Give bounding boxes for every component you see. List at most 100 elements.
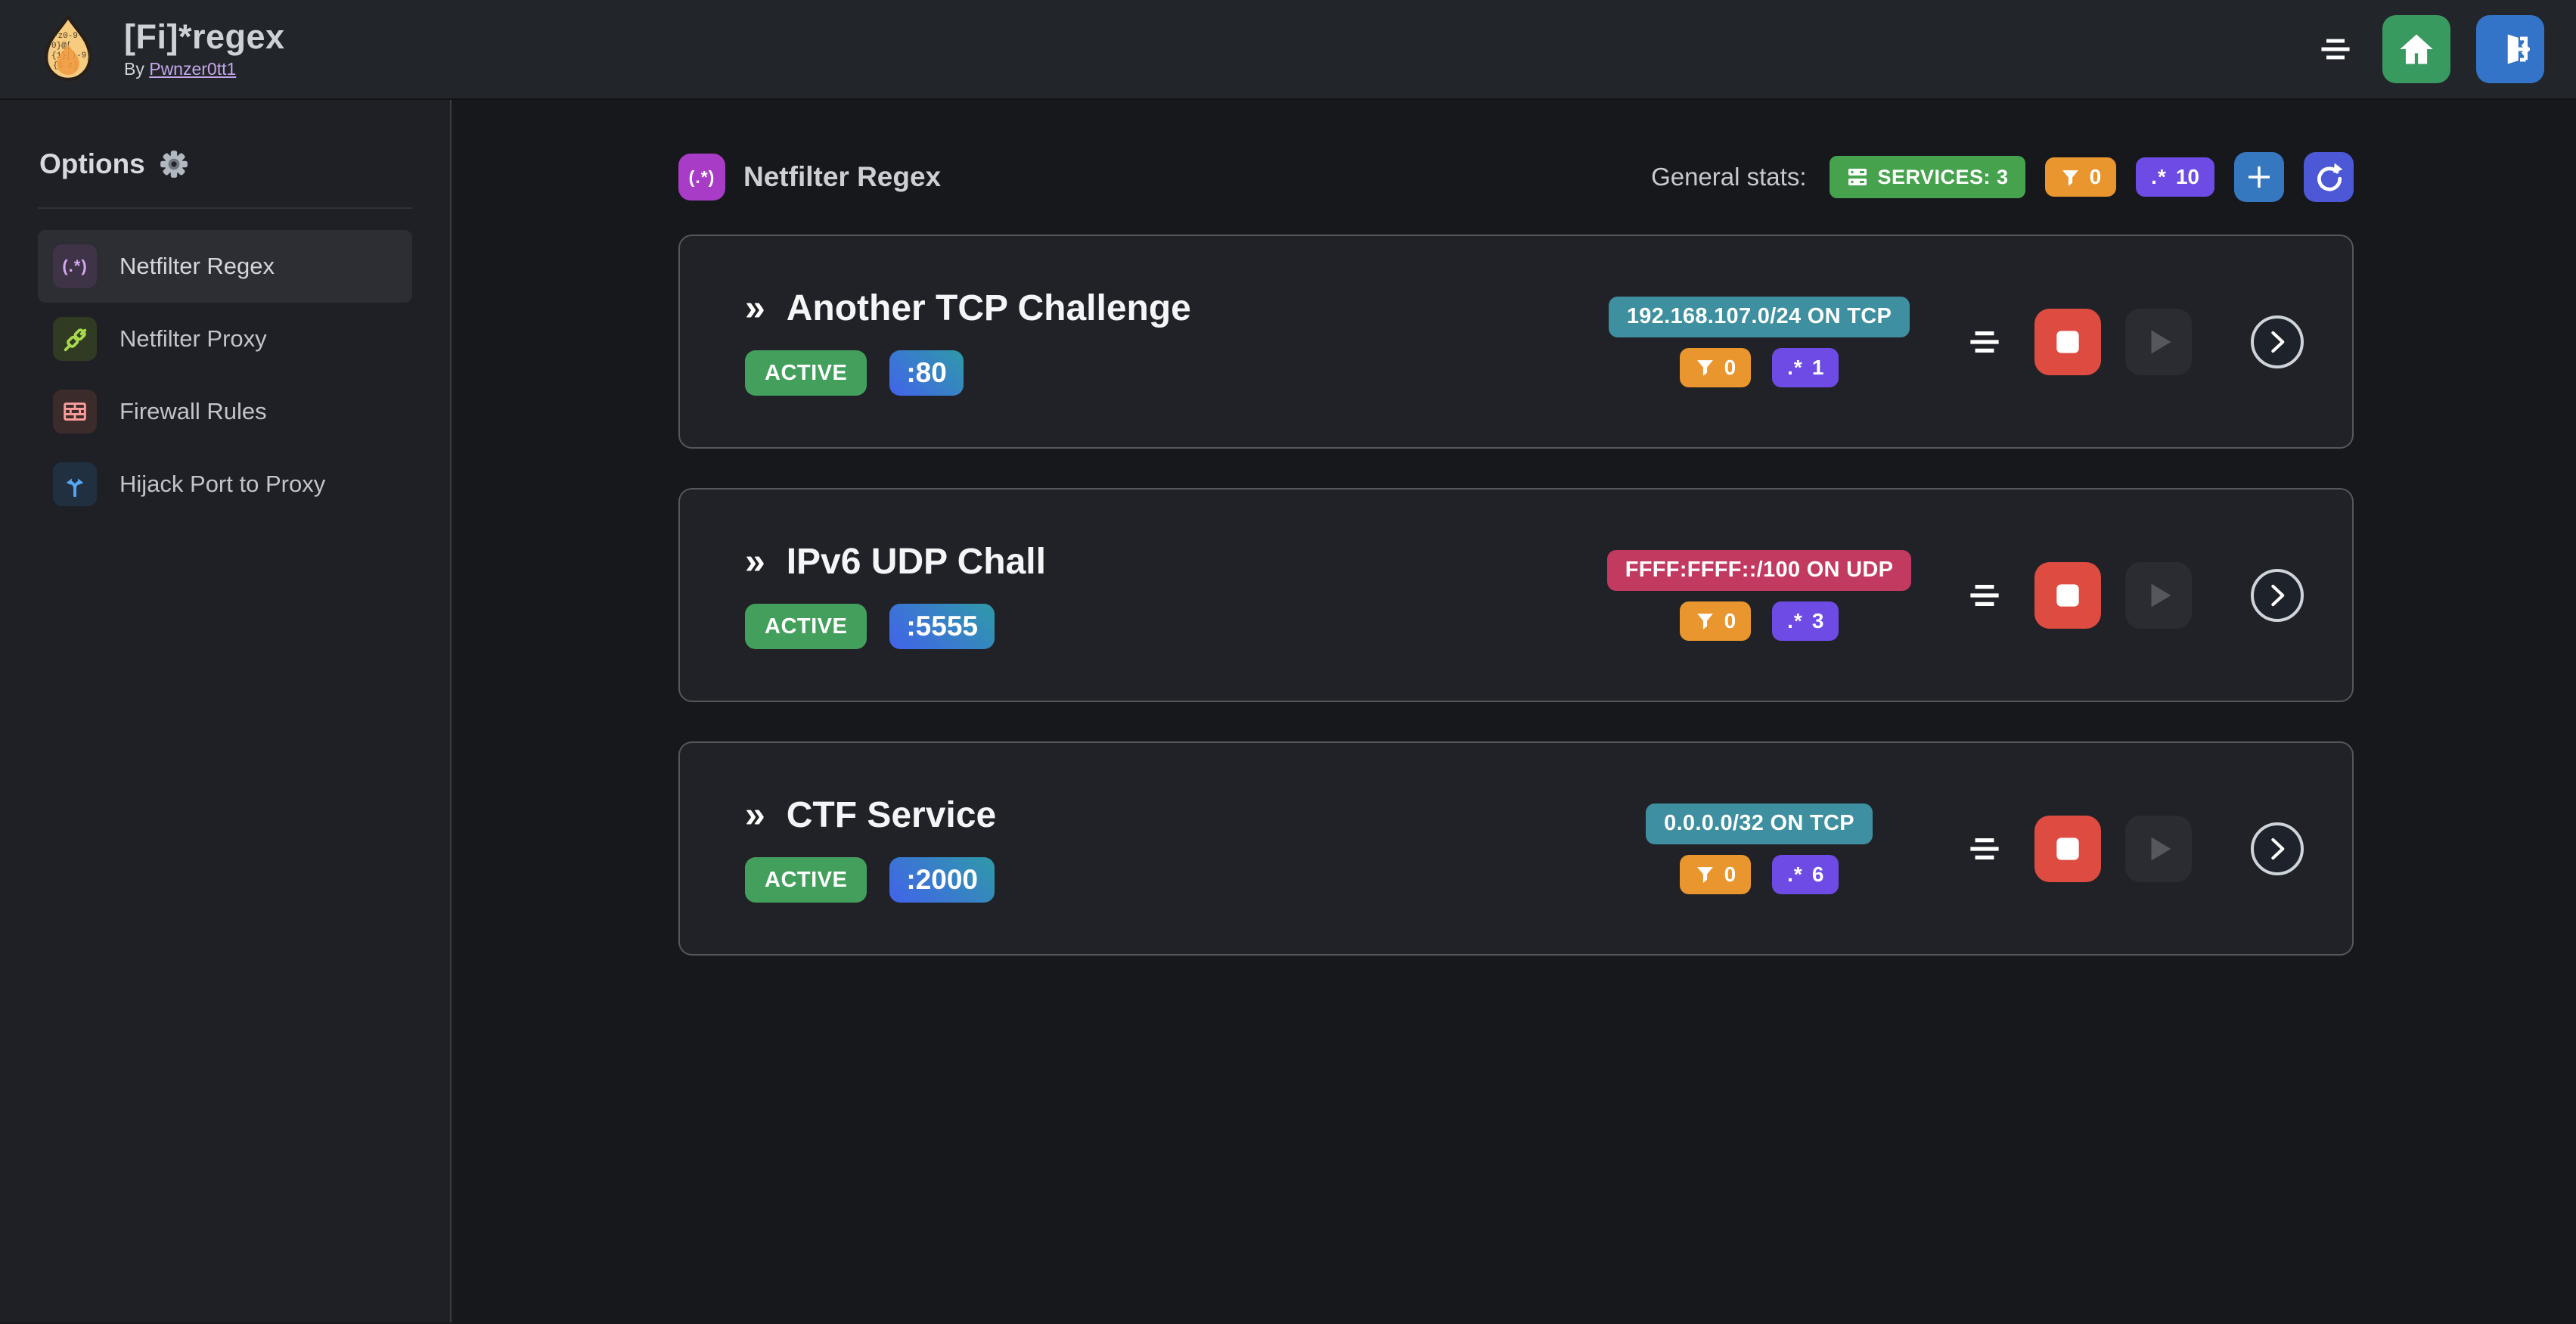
- port-badge: :2000: [889, 857, 995, 903]
- sidebar-item-netfilter-regex[interactable]: (.*) Netfilter Regex: [38, 230, 412, 303]
- chevrons-icon: »: [745, 288, 765, 328]
- plus-icon: [2249, 166, 2270, 188]
- port-badge: :80: [889, 350, 964, 396]
- open-service-button[interactable]: [2251, 822, 2304, 875]
- logout-button[interactable]: [2476, 15, 2544, 83]
- service-menu-icon[interactable]: [1960, 825, 2009, 873]
- status-badge: ACTIVE: [745, 350, 867, 396]
- refresh-button[interactable]: [2304, 152, 2354, 202]
- navbar: -z0-9 0}@[ {1}[)-9] {1 z] [Fi]*regex By …: [0, 0, 2576, 100]
- status-badge: ACTIVE: [745, 857, 867, 903]
- service-card: » Another TCP Challenge ACTIVE :80 192.1…: [678, 235, 2354, 449]
- sidebar-item-hijack-port[interactable]: Hijack Port to Proxy: [38, 448, 412, 521]
- services-count-badge: SERVICES: 3: [1829, 156, 2025, 198]
- main-area: (.*) Netfilter Regex General stats:: [452, 100, 2576, 1322]
- sidebar-item-label: Netfilter Regex: [119, 253, 275, 279]
- service-list: » Another TCP Challenge ACTIVE :80 192.1…: [678, 235, 2354, 956]
- service-name: IPv6 UDP Chall: [786, 542, 1046, 582]
- sidebar-item-label: Firewall Rules: [119, 398, 267, 424]
- sidebar-divider: [38, 207, 412, 209]
- stop-icon: [2056, 837, 2079, 860]
- address-badge: 192.168.107.0/24 ON TCP: [1608, 296, 1910, 337]
- stop-icon: [2056, 583, 2079, 607]
- stop-button[interactable]: [2034, 561, 2101, 629]
- options-header: Options: [38, 148, 412, 180]
- chevrons-icon: »: [745, 795, 765, 835]
- stop-button[interactable]: [2034, 308, 2101, 375]
- split-arrows-icon: [53, 462, 97, 506]
- play-button[interactable]: [2125, 561, 2192, 629]
- logout-icon: [2507, 34, 2530, 64]
- funnel-icon: [1696, 614, 1713, 629]
- menu-deep-icon[interactable]: [2314, 28, 2357, 70]
- service-card: » IPv6 UDP Chall ACTIVE :5555 FFFF:FFFF:…: [678, 488, 2354, 702]
- chevron-right-icon: [2271, 838, 2285, 859]
- regex-icon: (.*): [53, 244, 97, 288]
- address-badge: FFFF:FFFF::/100 ON UDP: [1606, 549, 1912, 591]
- regex-glyph: .*: [1787, 862, 1803, 886]
- filters-count-badge: 0: [1679, 601, 1752, 641]
- service-info: » IPv6 UDP Chall ACTIVE :5555: [745, 541, 1600, 649]
- sidebar-item-firewall-rules[interactable]: Firewall Rules: [38, 375, 412, 448]
- stats-label: General stats:: [1651, 163, 1807, 191]
- svg-text:-z0-9: -z0-9: [53, 32, 78, 41]
- main-header: (.*) Netfilter Regex General stats:: [678, 152, 2354, 202]
- refresh-icon: [2317, 163, 2343, 191]
- service-card: » CTF Service ACTIVE :2000 0.0.0.0/32 ON…: [678, 741, 2354, 956]
- gear-icon: [160, 151, 188, 178]
- open-service-button[interactable]: [2251, 315, 2304, 368]
- address-badge: 0.0.0.0/32 ON TCP: [1646, 803, 1873, 844]
- service-menu-icon[interactable]: [1960, 571, 2009, 620]
- regex-section-icon: (.*): [678, 154, 725, 200]
- open-service-button[interactable]: [2251, 568, 2304, 622]
- sidebar-item-label: Netfilter Proxy: [119, 325, 267, 352]
- funnel-icon: [1696, 867, 1713, 883]
- play-icon: [2151, 583, 2171, 608]
- play-button[interactable]: [2125, 308, 2192, 375]
- server-icon: [1848, 169, 1867, 185]
- sidebar: Options (.*) Netfilter: [0, 100, 452, 1322]
- service-controls: FFFF:FFFF::/100 ON UDP 0 .* 3: [1600, 549, 2304, 641]
- general-stats: General stats: SERVICES: 3: [1651, 152, 2354, 202]
- service-info: » Another TCP Challenge ACTIVE :80: [745, 287, 1600, 396]
- filters-count-badge: 0: [2044, 157, 2117, 197]
- service-name: Another TCP Challenge: [786, 288, 1191, 328]
- navbar-actions: [2314, 15, 2544, 83]
- home-button[interactable]: [2382, 15, 2450, 83]
- funnel-icon: [2062, 169, 2078, 186]
- home-icon: [2400, 34, 2433, 64]
- flame-logo-icon: -z0-9 0}@[ {1}[)-9] {1 z]: [44, 13, 92, 82]
- port-badge: :5555: [889, 604, 995, 649]
- service-info: » CTF Service ACTIVE :2000: [745, 794, 1600, 903]
- regex-count-badge: .* 6: [1772, 854, 1839, 894]
- regex-glyph: .*: [1787, 608, 1803, 632]
- stop-icon: [2056, 330, 2079, 353]
- options-label: Options: [39, 148, 145, 179]
- play-icon: [2151, 836, 2171, 861]
- service-controls: 192.168.107.0/24 ON TCP 0 .* 1: [1600, 296, 2304, 387]
- section-title: Netfilter Regex: [743, 161, 942, 192]
- sidebar-item-label: Hijack Port to Proxy: [119, 471, 326, 497]
- service-name: CTF Service: [786, 795, 997, 835]
- service-stats: 192.168.107.0/24 ON TCP 0 .* 1: [1600, 296, 1918, 387]
- chevron-right-icon: [2271, 331, 2285, 353]
- regex-glyph: .*: [2151, 165, 2167, 188]
- sidebar-item-netfilter-proxy[interactable]: Netfilter Proxy: [38, 303, 412, 375]
- service-controls: 0.0.0.0/32 ON TCP 0 .* 6: [1600, 803, 2304, 894]
- filters-count-badge: 0: [1679, 854, 1752, 894]
- regex-count-badge: .* 1: [1772, 347, 1839, 387]
- navbar-brand: -z0-9 0}@[ {1}[)-9] {1 z] [Fi]*regex By …: [32, 13, 285, 85]
- regex-count-badge: .* 10: [2136, 157, 2214, 197]
- play-button[interactable]: [2125, 815, 2192, 882]
- author-link[interactable]: Pwnzer0tt1: [149, 59, 237, 79]
- service-menu-icon[interactable]: [1960, 318, 2009, 366]
- status-badge: ACTIVE: [745, 604, 867, 649]
- section-heading: (.*) Netfilter Regex: [678, 154, 941, 200]
- title-block: [Fi]*regex By Pwnzer0tt1: [124, 19, 285, 79]
- stop-button[interactable]: [2034, 815, 2101, 882]
- play-icon: [2151, 329, 2171, 354]
- plug-icon: [53, 317, 97, 361]
- add-service-button[interactable]: [2234, 152, 2284, 202]
- app-title: [Fi]*regex: [124, 17, 285, 56]
